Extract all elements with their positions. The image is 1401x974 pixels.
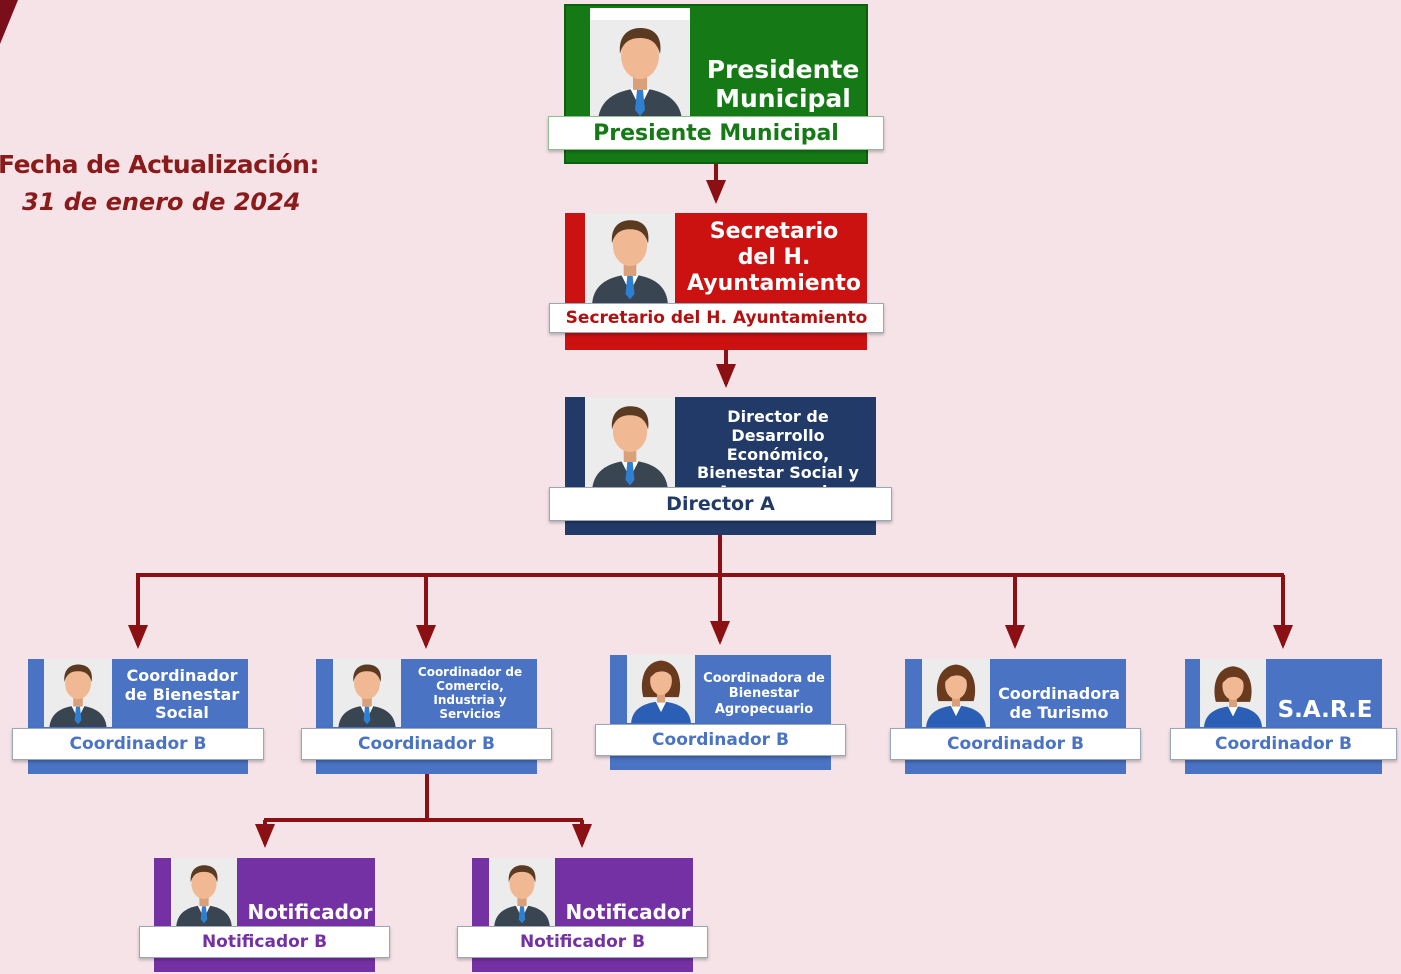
corner-decoration <box>0 0 18 44</box>
node-title: Director de Desarrollo Económico, Bienes… <box>697 407 859 501</box>
female-avatar-icon <box>1200 659 1266 727</box>
node-title: Coordinador de Bienestar Social <box>124 665 240 723</box>
node-position: Coordinador B <box>1170 728 1397 760</box>
node-director[interactable]: Director de Desarrollo Económico, Bienes… <box>549 397 892 535</box>
node-position: Coordinador B <box>301 728 552 760</box>
node-title: S.A.R.E <box>1277 697 1373 724</box>
node-position: Secretario del H. Ayuntamiento <box>549 303 884 333</box>
node-position: Notificador B <box>139 926 390 958</box>
node-title: Presidente Municipal <box>706 54 860 114</box>
node-coord-comercio[interactable]: Coordinador de Comercio, Industria y Ser… <box>301 659 552 774</box>
node-title: Coordinador de Comercio, Industria y Ser… <box>417 664 523 722</box>
node-coord-agropecuario[interactable]: Coordinadora de Bienestar Agropecuario C… <box>595 655 846 770</box>
node-position: Coordinador B <box>12 728 264 760</box>
node-title: Notificador <box>565 900 691 925</box>
node-position: Notificador B <box>457 926 708 958</box>
node-presidente[interactable]: Presidente Municipal Presiente Municipal <box>548 4 884 164</box>
node-position: Coordinador B <box>890 728 1141 760</box>
node-title: Coordinadora de Turismo <box>998 684 1120 722</box>
node-notificador-2[interactable]: Notificador Notificador B <box>457 858 708 972</box>
node-position: Director A <box>549 487 892 521</box>
male-avatar-icon <box>171 858 237 926</box>
male-avatar-icon <box>489 858 555 926</box>
male-avatar-icon <box>585 213 675 303</box>
node-notificador-1[interactable]: Notificador Notificador B <box>139 858 390 972</box>
node-sare[interactable]: S.A.R.E Coordinador B <box>1170 659 1397 774</box>
node-position: Presiente Municipal <box>548 116 884 150</box>
female-avatar-icon <box>627 655 695 723</box>
node-coord-turismo[interactable]: Coordinadora de Turismo Coordinador B <box>890 659 1141 774</box>
male-avatar-icon <box>585 397 675 489</box>
male-avatar-icon <box>44 659 112 727</box>
male-avatar-icon <box>333 659 401 727</box>
node-title: Notificador <box>247 900 373 925</box>
female-avatar-icon <box>922 659 990 727</box>
node-coord-bienestar[interactable]: Coordinador de Bienestar Social Coordina… <box>12 659 264 774</box>
update-date-value: 31 de enero de 2024 <box>22 188 301 216</box>
node-secretario[interactable]: Secretario del H. Ayuntamiento Secretari… <box>549 213 884 350</box>
node-title: Coordinadora de Bienestar Agropecuario <box>703 671 825 717</box>
node-title: Secretario del H. Ayuntamiento <box>687 219 861 296</box>
update-date-label: Fecha de Actualización: <box>0 150 319 179</box>
node-position: Coordinador B <box>595 724 846 756</box>
male-avatar-icon <box>590 8 690 120</box>
